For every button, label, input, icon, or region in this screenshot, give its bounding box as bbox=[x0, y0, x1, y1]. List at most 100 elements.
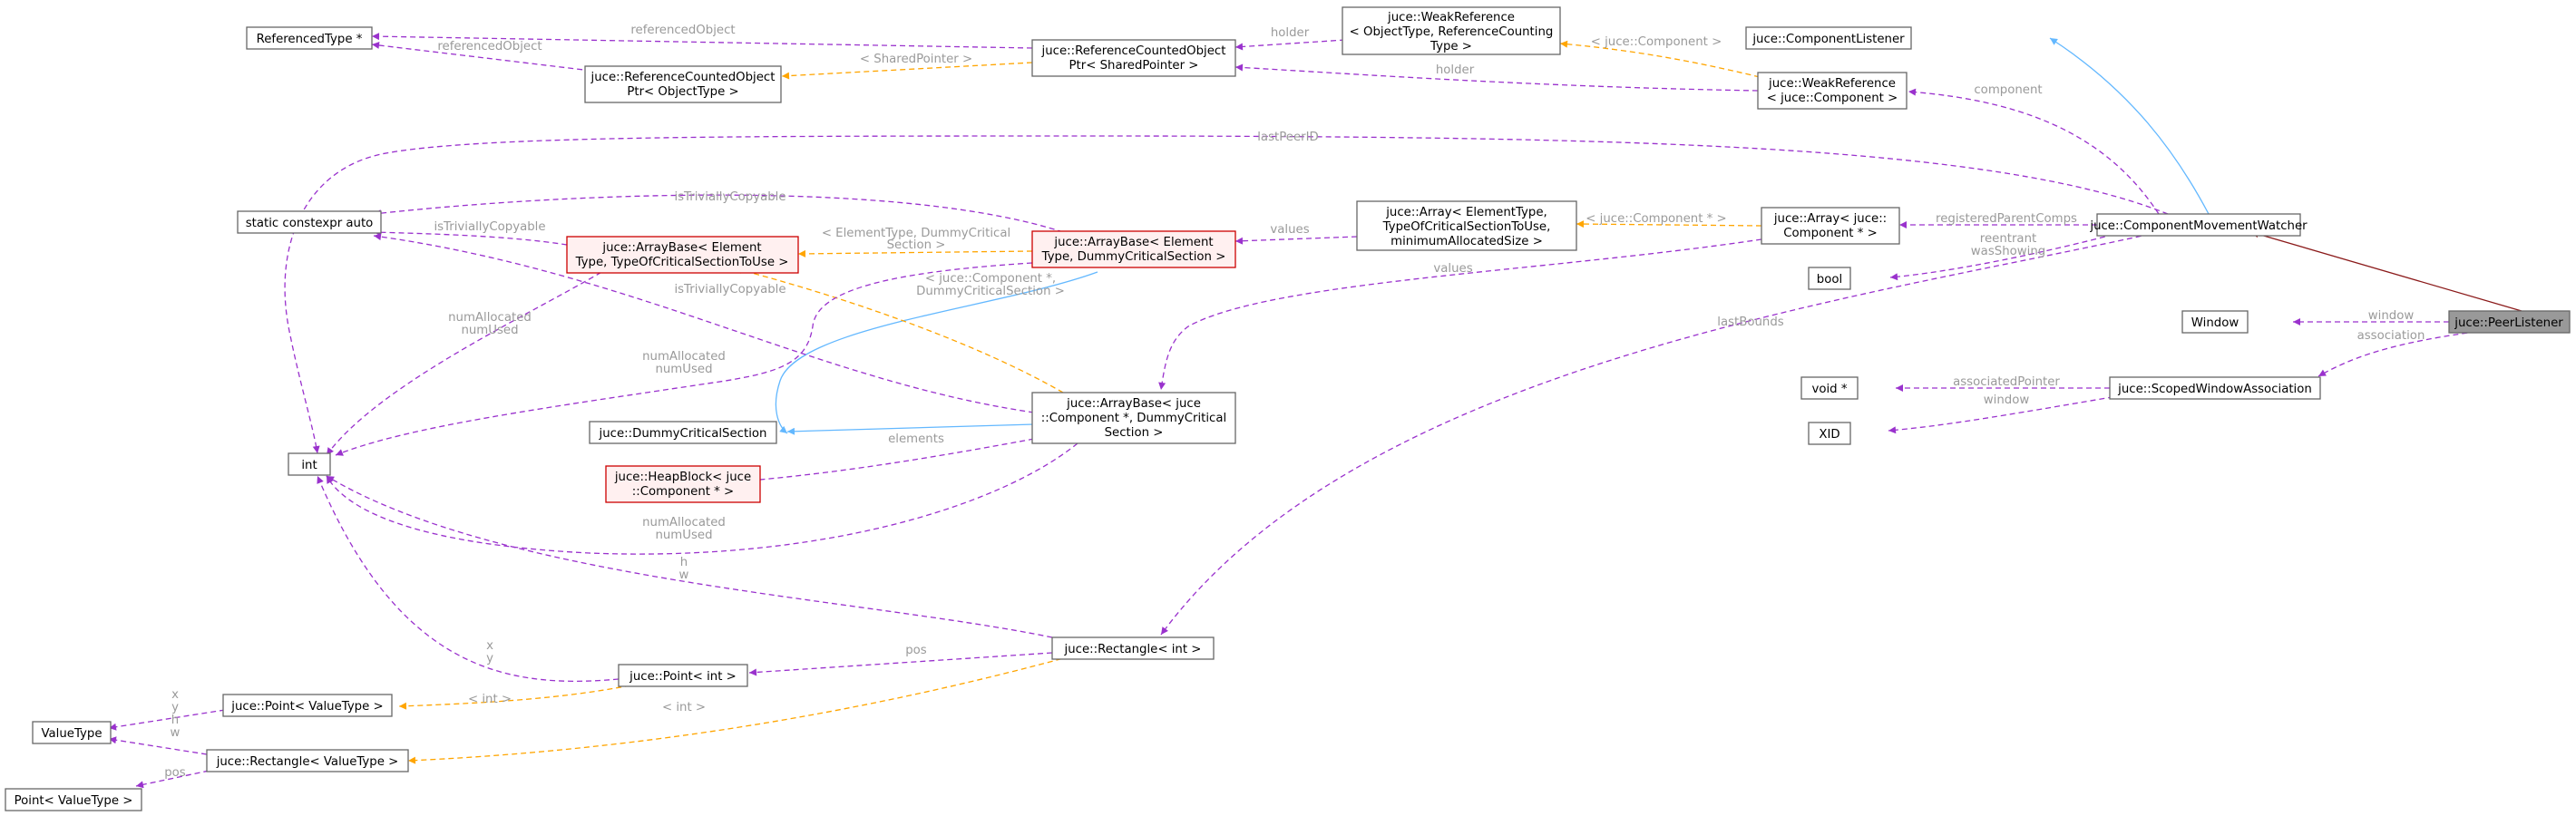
svg-text:juce::ScopedWindowAssociation: juce::ScopedWindowAssociation bbox=[2117, 383, 2312, 396]
label-is-trivially-copyable-3: isTriviallyCopyable bbox=[674, 283, 785, 296]
node-heap-block[interactable]: juce::HeapBlock< juce ::Component * > bbox=[605, 465, 761, 503]
edge-peerlistener-association bbox=[2317, 327, 2504, 377]
label-association: association bbox=[2357, 329, 2425, 343]
svg-text:Type, DummyCriticalSection >: Type, DummyCriticalSection > bbox=[1041, 250, 1226, 264]
edge-arraybasecomp-int bbox=[326, 442, 1078, 555]
svg-text:Section >: Section > bbox=[1105, 426, 1164, 440]
label-pos-2: pos bbox=[164, 766, 186, 780]
edge-association-xid bbox=[1888, 394, 2123, 434]
svg-text:juce::ArrayBase< Element: juce::ArrayBase< Element bbox=[1053, 236, 1213, 249]
label-int-tpl-2: < int > bbox=[662, 701, 706, 714]
edge-dummyarraybase-staticauto bbox=[373, 194, 1064, 233]
label-shared-pointer: < SharedPointer > bbox=[860, 53, 972, 66]
label-values-1: values bbox=[1270, 223, 1309, 237]
label-h: h bbox=[680, 556, 688, 569]
node-rectangle-valuetype[interactable]: juce::Rectangle< ValueType > bbox=[206, 749, 409, 772]
edge-rectvt-pointvtplain bbox=[135, 768, 219, 789]
node-dummy-critical-section[interactable]: juce::DummyCriticalSection bbox=[589, 421, 777, 444]
edge-peerlistener-inherits-watcher bbox=[2250, 230, 2522, 312]
label-num-allocated-3b: numUsed bbox=[655, 529, 712, 542]
node-void-ptr[interactable]: void * bbox=[1800, 376, 1859, 400]
node-array-component[interactable]: juce::Array< juce:: Component * > bbox=[1761, 207, 1900, 245]
node-rectangle-int[interactable]: juce::Rectangle< int > bbox=[1051, 636, 1215, 660]
label-num-allocated-2a: numAllocated bbox=[642, 350, 726, 364]
label-is-trivially-copyable-2: isTriviallyCopyable bbox=[434, 220, 545, 234]
node-int[interactable]: int bbox=[288, 452, 331, 476]
node-array-base-template[interactable]: juce::ArrayBase< Element Type, TypeOfCri… bbox=[566, 236, 799, 274]
label-elements: elements bbox=[888, 432, 944, 446]
label-registered-parent-comps: registeredParentComps bbox=[1936, 212, 2077, 226]
svg-text:juce::ComponentMovementWatcher: juce::ComponentMovementWatcher bbox=[2089, 219, 2308, 233]
label-pos-1: pos bbox=[905, 644, 927, 657]
svg-text:juce::ArrayBase< juce: juce::ArrayBase< juce bbox=[1066, 397, 1201, 411]
node-bool[interactable]: bool bbox=[1808, 267, 1851, 290]
svg-text:ValueType: ValueType bbox=[41, 727, 102, 741]
edge-dummyarraybase-tpl bbox=[797, 249, 1033, 257]
edge-rcshared-rcobjtype bbox=[781, 62, 1033, 80]
svg-text:< ObjectType, ReferenceCountin: < ObjectType, ReferenceCounting bbox=[1350, 25, 1554, 39]
label-element-type-dummy-2: Section > bbox=[887, 238, 946, 252]
edge-arraycomp-arraybasecomp bbox=[1158, 238, 1762, 391]
label-was-showing: wasShowing bbox=[1971, 245, 2045, 258]
edge-arraytpl-dummyarraybase bbox=[1234, 236, 1358, 245]
node-weak-reference-component[interactable]: juce::WeakReference < juce::Component > bbox=[1757, 72, 1908, 110]
node-value-type[interactable]: ValueType bbox=[32, 721, 112, 744]
label-num-allocated-1b: numUsed bbox=[461, 324, 518, 337]
edge-dummyarraybase-int bbox=[335, 262, 1033, 456]
label-element-type-dummy-1: < ElementType, DummyCritical bbox=[822, 227, 1010, 240]
edge-pointvt-valuetype bbox=[108, 709, 226, 731]
node-peer-listener[interactable]: juce::PeerListener bbox=[2448, 310, 2571, 334]
node-xid[interactable]: XID bbox=[1808, 422, 1851, 445]
label-reentrant: reentrant bbox=[1980, 232, 2036, 246]
svg-text:TypeOfCriticalSectionToUse,: TypeOfCriticalSectionToUse, bbox=[1382, 220, 1551, 234]
edge-weakcomp-rcshared bbox=[1234, 63, 1759, 92]
node-window[interactable]: Window bbox=[2181, 310, 2249, 334]
svg-text:juce::WeakReference: juce::WeakReference bbox=[1768, 77, 1896, 91]
edge-arraybasetpl-staticauto bbox=[373, 228, 568, 246]
edge-arraybasecomp-staticauto bbox=[373, 233, 1035, 413]
node-array-base-dummy[interactable]: juce::ArrayBase< Element Type, DummyCrit… bbox=[1031, 230, 1236, 268]
label-component: component bbox=[1974, 83, 2042, 97]
node-weak-reference-template[interactable]: juce::WeakReference < ObjectType, Refere… bbox=[1342, 6, 1561, 55]
label-w2: w bbox=[171, 726, 181, 740]
node-point-valuetype[interactable]: juce::Point< ValueType > bbox=[222, 694, 393, 717]
edge-pointint-pointvt bbox=[398, 685, 631, 710]
label-referenced-object-1: referencedObject bbox=[630, 24, 735, 37]
label-is-trivially-copyable-1: isTriviallyCopyable bbox=[674, 190, 785, 204]
edge-watcher-rectint bbox=[1160, 231, 2160, 636]
svg-text:void *: void * bbox=[1811, 383, 1847, 396]
node-point-valuetype-plain[interactable]: Point< ValueType > bbox=[5, 788, 142, 811]
node-array-template[interactable]: juce::Array< ElementType, TypeOfCritical… bbox=[1356, 200, 1577, 251]
edge-rcshared-referencedtype bbox=[371, 33, 1033, 49]
svg-text:Type >: Type > bbox=[1429, 40, 1472, 53]
node-scoped-window-association[interactable]: juce::ScopedWindowAssociation bbox=[2109, 376, 2321, 400]
edge-watcher-weakcomp bbox=[1908, 88, 2160, 215]
edge-arraycomp-arraytpl bbox=[1576, 220, 1762, 228]
node-rc-object-ptr-objtype[interactable]: juce::ReferenceCountedObject Ptr< Object… bbox=[584, 65, 782, 103]
edge-watcher-bool bbox=[1889, 231, 2123, 281]
label-juce-component-ptr: < juce::Component * > bbox=[1586, 212, 1726, 226]
svg-text:Type, TypeOfCriticalSectionToU: Type, TypeOfCriticalSectionToUse > bbox=[575, 256, 789, 269]
svg-text:juce::Point< ValueType >: juce::Point< ValueType > bbox=[230, 700, 383, 714]
node-component-listener[interactable]: juce::ComponentListener bbox=[1745, 26, 1912, 50]
edge-arraybasecomp-tpl bbox=[734, 267, 1064, 393]
svg-text:juce::Array< ElementType,: juce::Array< ElementType, bbox=[1385, 206, 1547, 219]
label-juce-component-dummy-2: DummyCriticalSection > bbox=[916, 285, 1065, 298]
svg-text:juce::WeakReference: juce::WeakReference bbox=[1387, 11, 1515, 24]
node-point-int[interactable]: juce::Point< int > bbox=[618, 664, 748, 687]
svg-text:minimumAllocatedSize >: minimumAllocatedSize > bbox=[1390, 235, 1543, 248]
node-referenced-type[interactable]: ReferencedType * bbox=[246, 26, 373, 50]
label-associated-pointer: associatedPointer bbox=[1953, 375, 2060, 389]
svg-text:Component * >: Component * > bbox=[1783, 227, 1877, 240]
node-array-base-component[interactable]: juce::ArrayBase< juce ::Component *, Dum… bbox=[1031, 392, 1236, 444]
node-component-movement-watcher[interactable]: juce::ComponentMovementWatcher bbox=[2089, 213, 2308, 237]
node-rc-object-ptr-shared[interactable]: juce::ReferenceCountedObject Ptr< Shared… bbox=[1031, 39, 1236, 77]
node-static-constexpr-auto[interactable]: static constexpr auto bbox=[237, 210, 382, 234]
svg-text:ReferencedType *: ReferencedType * bbox=[257, 33, 363, 46]
label-num-allocated-2b: numUsed bbox=[655, 363, 712, 376]
svg-text:Ptr< SharedPointer >: Ptr< SharedPointer > bbox=[1069, 59, 1199, 73]
label-int-tpl-1: < int > bbox=[468, 693, 512, 706]
svg-text:static constexpr auto: static constexpr auto bbox=[246, 217, 374, 230]
label-x: x bbox=[171, 688, 179, 702]
